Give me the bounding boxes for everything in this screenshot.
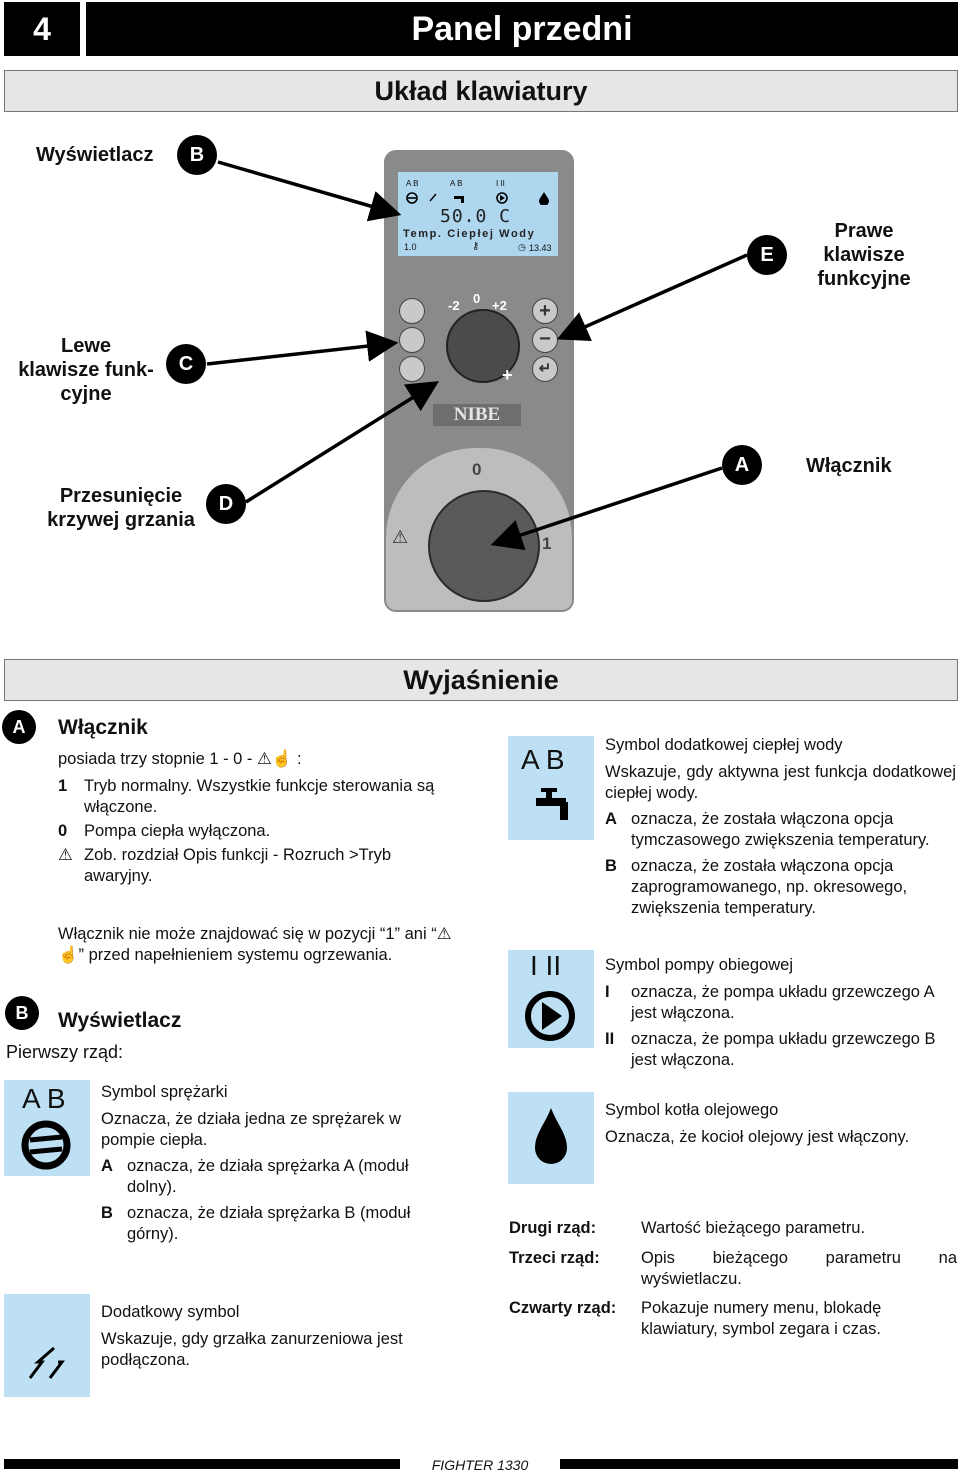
switch-intro: posiada trzy stopnie 1 - 0 - ⚠☝ : bbox=[58, 750, 302, 768]
circulation-pump-icon bbox=[525, 991, 575, 1041]
clock-icon: ◷ bbox=[518, 242, 526, 252]
callout-b-label: Wyświetlacz bbox=[36, 144, 154, 166]
warning-hand-icon: ⚠☝ bbox=[252, 750, 297, 768]
compressor-icon-label: A B bbox=[22, 1083, 66, 1114]
minus-button[interactable]: − bbox=[532, 327, 558, 353]
brand-logo: NIBE bbox=[433, 404, 521, 426]
boiler-text: Symbol kotła olejowego Oznacza, że kocio… bbox=[605, 1101, 910, 1146]
switch-item: ⚠Zob. rozdział Opis funkcji - Rozruch >T… bbox=[58, 846, 392, 885]
hot-water-icon-box: A B bbox=[508, 736, 594, 840]
hot-water-icon-label: A B bbox=[521, 744, 565, 775]
pump-icon-label: I II bbox=[530, 950, 562, 981]
footer-model: FIGHTER 1330 bbox=[431, 1457, 529, 1473]
callout-arrows bbox=[206, 160, 748, 551]
footer-bar-left bbox=[4, 1459, 400, 1469]
chapter-number: 4 bbox=[4, 2, 80, 56]
dial-plus-label: + bbox=[502, 365, 513, 385]
section-b-circle: B bbox=[5, 996, 39, 1030]
compressor-icon bbox=[21, 1120, 71, 1170]
plus-button[interactable]: + bbox=[532, 298, 558, 324]
switch-one-label: 1 bbox=[542, 534, 552, 553]
footer-bar-right bbox=[560, 1459, 958, 1469]
keylock-icon: ⚷ bbox=[472, 241, 480, 252]
explanation-title: Wyjaśnienie bbox=[4, 659, 958, 701]
compressor-text: Symbol sprężarki Oznacza, że działa jedn… bbox=[101, 1082, 453, 1245]
left-key-1[interactable] bbox=[399, 298, 425, 324]
row-entry: Trzeci rząd:Opis bieżącego parametru na … bbox=[509, 1249, 957, 1288]
switch-heading: Włącznik bbox=[58, 716, 148, 739]
section-a-circle: A bbox=[2, 710, 36, 744]
curve-offset-dial[interactable] bbox=[446, 309, 520, 383]
compressor-icon-box: A B bbox=[4, 1080, 90, 1176]
lcd-symbols-icon bbox=[406, 192, 549, 205]
page-title: Panel przedni bbox=[86, 2, 958, 56]
hot-water-text: Symbol dodatkowej ciepłej wody Wskazuje,… bbox=[605, 736, 956, 917]
first-row-label: Pierwszy rząd: bbox=[6, 1042, 124, 1062]
lcd-description: Temp. Ciepłej Wody bbox=[403, 228, 536, 240]
warning-hand-icon: ⚠☝ bbox=[58, 925, 452, 964]
layout-section-title: Układ klawiatury bbox=[4, 70, 958, 112]
dial-minus-label: -2 bbox=[448, 298, 460, 313]
callout-a-circle: A bbox=[722, 445, 762, 485]
display-heading: Wyświetlacz bbox=[58, 1009, 182, 1032]
row-entry: Czwarty rząd:Pokazuje numery menu, bloka… bbox=[509, 1299, 882, 1338]
callout-e-circle: E bbox=[747, 235, 787, 275]
enter-button[interactable]: ↵ bbox=[532, 356, 558, 382]
lcd-hotwater-label: A B bbox=[450, 179, 463, 188]
callout-a-label: Włącznik bbox=[806, 455, 892, 477]
emergency-mode-icon: ⚠ bbox=[392, 527, 409, 547]
oil-drop-icon bbox=[535, 1108, 567, 1164]
lcd-pump-label: I II bbox=[496, 179, 505, 188]
callout-b-circle: B bbox=[177, 135, 217, 175]
rows-table: Drugi rząd:Wartość bieżącego parametru. … bbox=[509, 1218, 957, 1340]
switch-note: Włącznik nie może znajdować się w pozycj… bbox=[58, 925, 452, 964]
callout-d-circle: D bbox=[206, 484, 246, 524]
pump-icon-box: I II bbox=[508, 950, 594, 1048]
callout-c-circle: C bbox=[166, 344, 206, 384]
left-key-2[interactable] bbox=[399, 327, 425, 353]
heater-text: Dodatkowy symbol Wskazuje, gdy grzałka z… bbox=[101, 1303, 403, 1369]
switch-zero-label: 0 bbox=[472, 460, 482, 479]
lcd-display: A B A B I II 50.0 C Temp. Ciepłej Wody 1… bbox=[398, 172, 558, 256]
warning-hand-icon: ⚠ bbox=[58, 846, 73, 864]
dial-plus2-label: +2 bbox=[492, 298, 507, 313]
boiler-icon-box bbox=[508, 1092, 594, 1184]
dial-zero-label: 0 bbox=[473, 291, 481, 306]
immersion-heater-icon bbox=[28, 1346, 65, 1379]
lcd-compressor-label: A B bbox=[406, 179, 419, 188]
heater-icon-box bbox=[4, 1294, 90, 1397]
lcd-value: 50.0 C bbox=[440, 206, 512, 227]
row-entry: Drugi rząd:Wartość bieżącego parametru. bbox=[509, 1219, 866, 1237]
tap-icon bbox=[536, 788, 568, 820]
lcd-menu-number: 1.0 bbox=[404, 242, 417, 252]
lcd-time: 13.43 bbox=[529, 243, 552, 253]
